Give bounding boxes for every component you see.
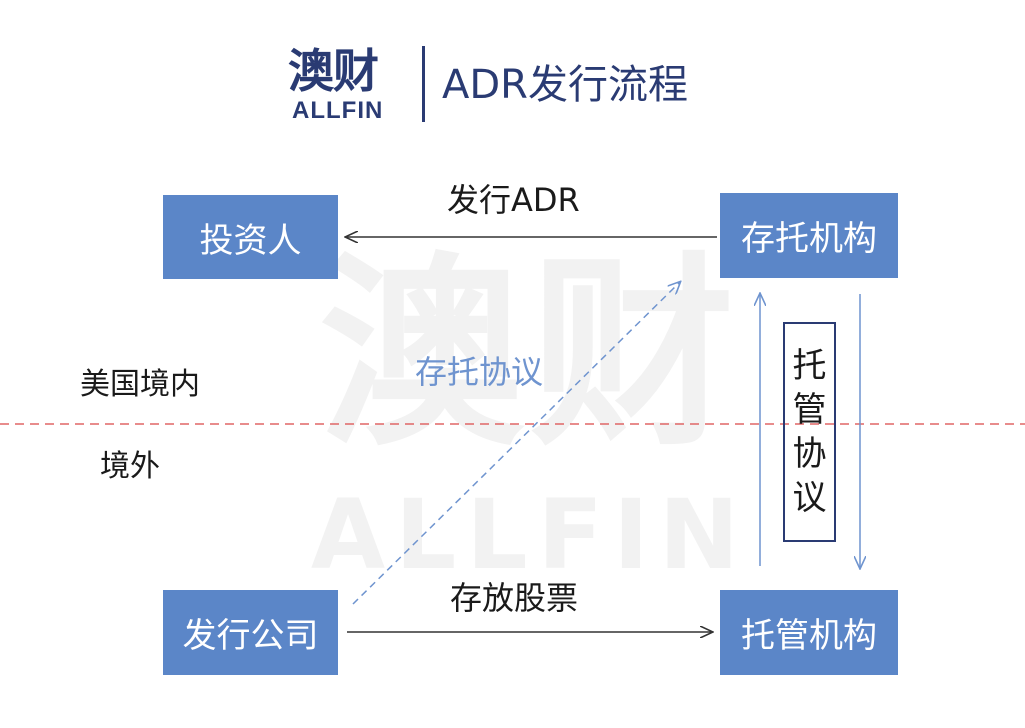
title-divider bbox=[422, 46, 425, 122]
custody-agreement-char-4: 议 bbox=[792, 478, 827, 518]
deposit-agreement-label: 存托协议 bbox=[415, 353, 544, 391]
logo-en-text: ALLFIN bbox=[292, 97, 384, 124]
page-title: ADR发行流程 bbox=[442, 62, 688, 108]
deposit-shares-label: 存放股票 bbox=[450, 579, 579, 617]
custody-agreement-char-2: 管 bbox=[792, 390, 827, 430]
issuer-node: 发行公司 bbox=[163, 590, 338, 675]
us-domestic-label: 美国境内 bbox=[80, 367, 200, 402]
custody-agreement-char-1: 托 bbox=[792, 346, 827, 386]
depositary-node: 存托机构 bbox=[720, 193, 898, 278]
custody-agreement-char-3: 协 bbox=[792, 434, 827, 474]
issue-adr-label: 发行ADR bbox=[447, 181, 580, 219]
custodian-node: 托管机构 bbox=[720, 590, 898, 675]
allfin-logo: 澳财 ALLFIN bbox=[288, 44, 408, 128]
logo-cn-text: 澳财 bbox=[288, 44, 379, 98]
overseas-label: 境外 bbox=[100, 449, 160, 484]
deposit-agreement-arrow bbox=[352, 282, 680, 605]
investor-node: 投资人 bbox=[163, 195, 338, 279]
custody-agreement-box: 托 管 协 议 bbox=[783, 322, 836, 542]
